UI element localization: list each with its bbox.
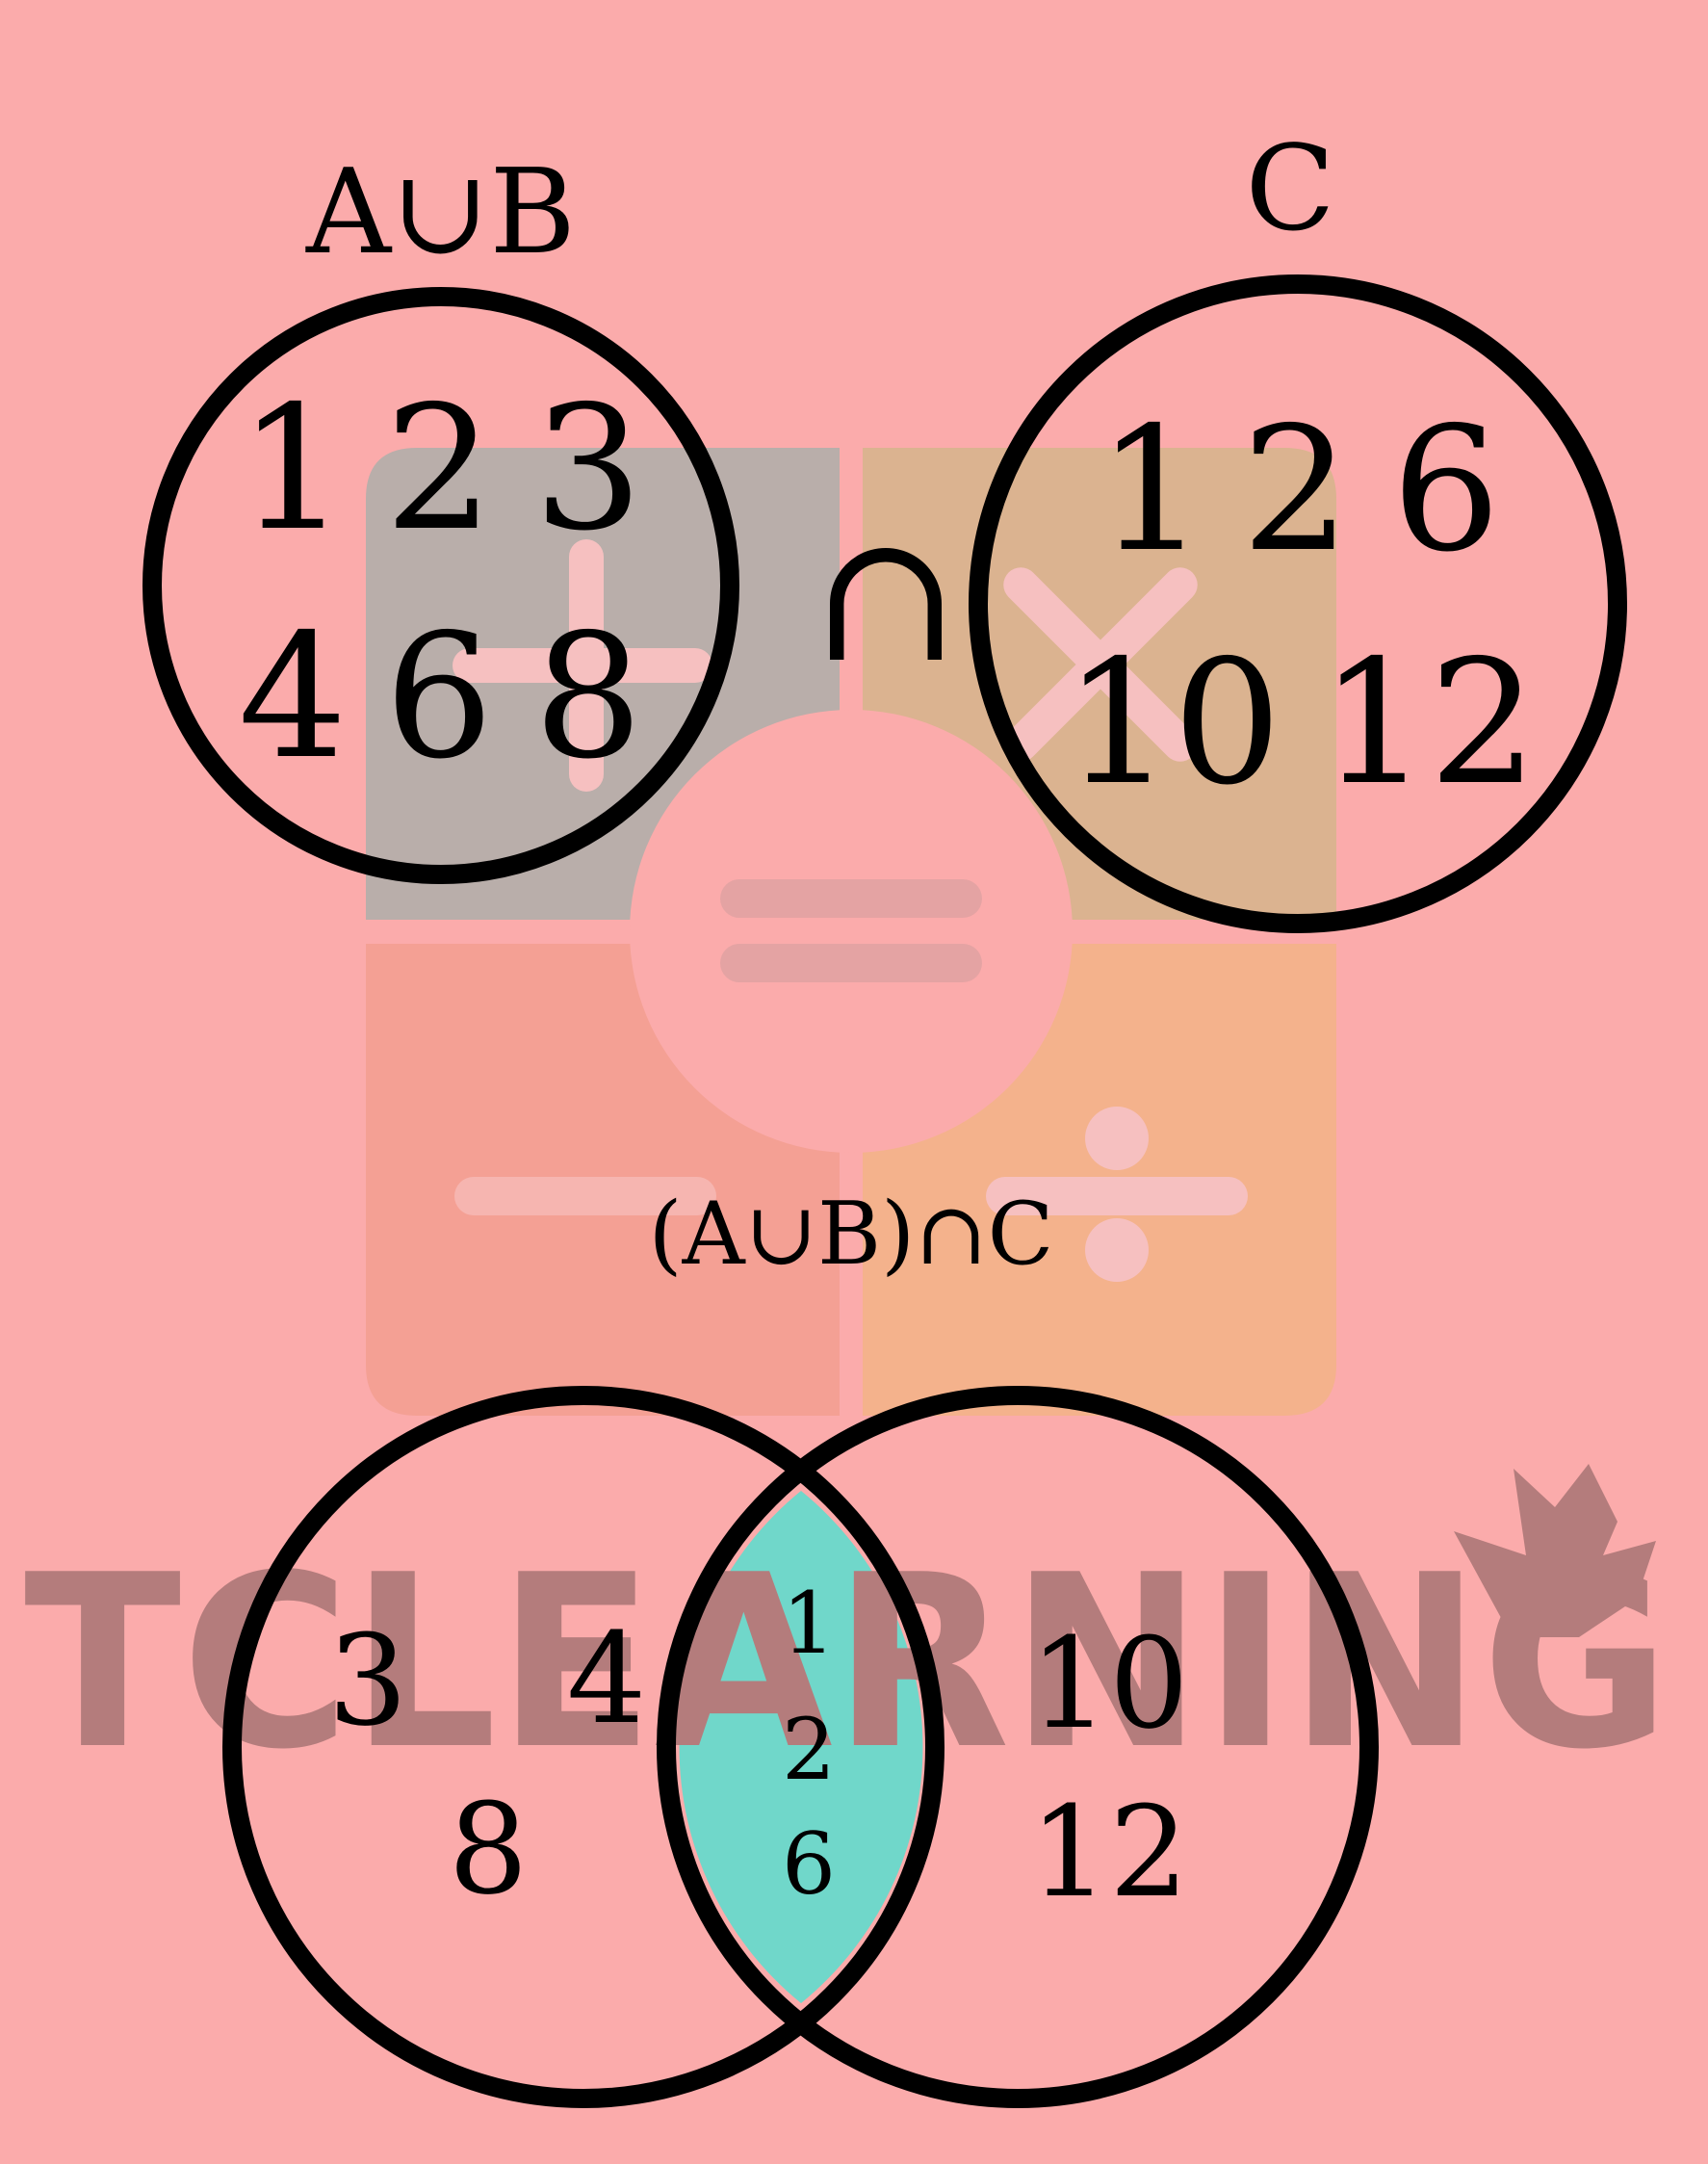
left-set-element: 6	[384, 597, 493, 796]
intersection-operator: ∩	[811, 494, 960, 702]
divide-icon-bar	[986, 1177, 1248, 1215]
left-set-element: 4	[238, 597, 347, 796]
left-set-element: 3	[533, 369, 642, 568]
right-set-element: 6	[1391, 390, 1500, 589]
result-intersection-element: 2	[782, 1700, 836, 1799]
result-left-circle	[222, 1386, 945, 2108]
result-right-element: 12	[1029, 1779, 1188, 1925]
equals-icon-bottom	[720, 944, 982, 982]
times-icon	[1003, 567, 1198, 762]
result-right-element: 10	[1029, 1610, 1188, 1757]
left-set-element: 1	[238, 369, 347, 568]
result-label: (A∪B)∩C	[648, 1184, 1053, 1285]
divide-icon-dot-top	[1085, 1107, 1149, 1170]
minus-icon	[454, 1177, 716, 1215]
right-set-circle	[969, 274, 1627, 933]
divide-icon-dot-bottom	[1085, 1218, 1149, 1282]
result-left-element: 4	[567, 1605, 647, 1752]
watermark-brand-text: TCLEARNING	[24, 1525, 1670, 1802]
right-set-element: 1	[1097, 390, 1205, 589]
intersection-region	[679, 1491, 923, 2003]
left-set-element: 8	[533, 597, 642, 796]
right-set-element: 2	[1241, 390, 1350, 589]
result-intersection-element: 6	[782, 1814, 836, 1914]
right-set-label: C	[1245, 120, 1334, 257]
plus-icon-v	[569, 539, 604, 792]
result-left-element: 3	[328, 1607, 408, 1754]
crown-icon	[1454, 1464, 1656, 1637]
left-set-element: 2	[384, 369, 493, 568]
right-set-element: 10	[1064, 623, 1282, 822]
watermark-center-circle	[630, 710, 1073, 1153]
result-right-circle	[657, 1386, 1379, 2108]
left-set-circle	[142, 287, 739, 884]
right-set-element: 12	[1320, 623, 1539, 822]
equals-icon-top	[720, 879, 982, 918]
result-left-element: 8	[449, 1776, 529, 1922]
result-intersection-element: 1	[782, 1574, 836, 1673]
left-set-label: A∪B	[305, 143, 576, 280]
